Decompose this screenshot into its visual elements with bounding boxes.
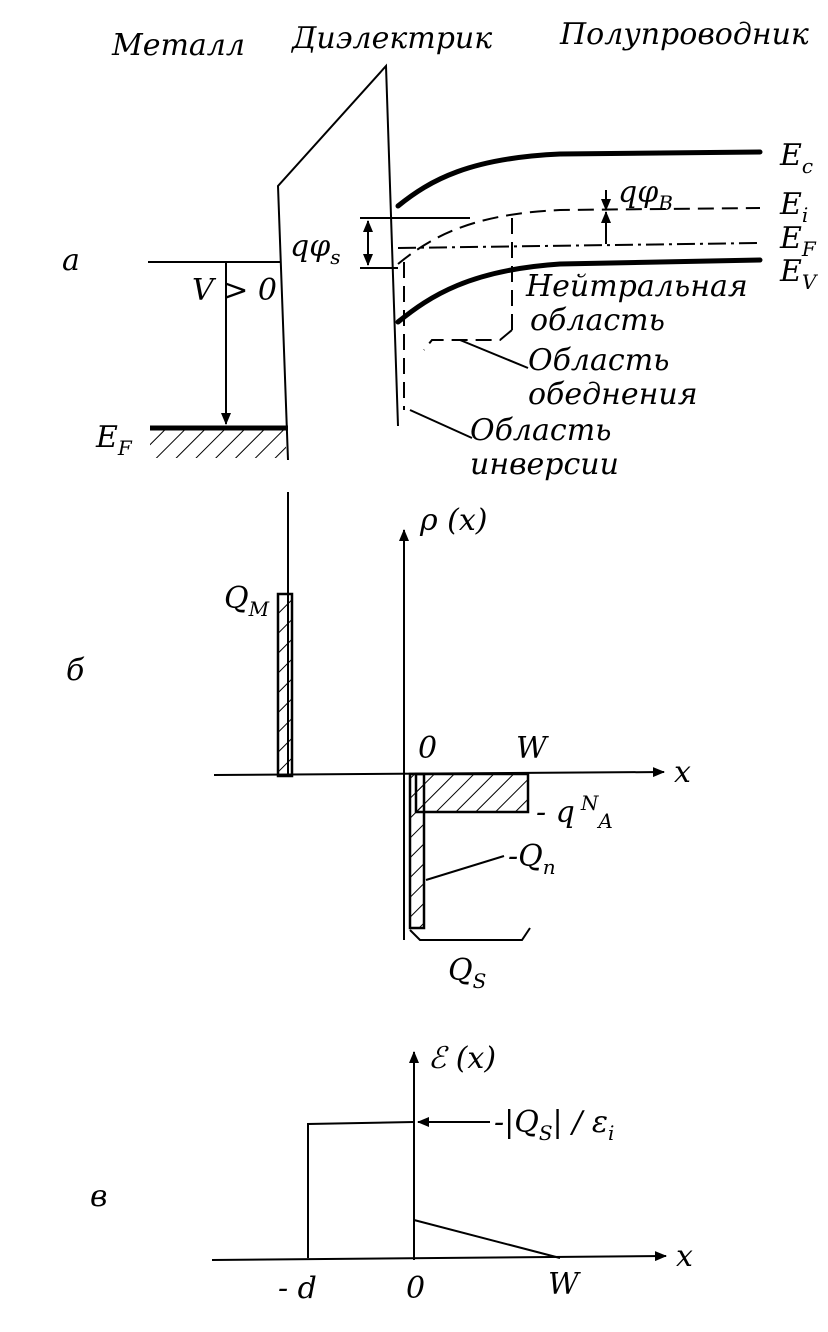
intrinsic-level <box>397 207 761 265</box>
qn-leader <box>425 855 505 881</box>
ei-label: Ei <box>779 187 808 227</box>
psi-b-label: qφB <box>618 175 673 215</box>
qn-label: -Qn <box>508 839 556 879</box>
field-w-label: W <box>548 1267 581 1302</box>
voltage-label: V > 0 <box>192 273 277 308</box>
field-y-axis-label: ℰ (x) <box>428 1041 496 1076</box>
field-zero-label: 0 <box>406 1271 425 1306</box>
ev-label: EV <box>779 254 819 294</box>
field-x-axis-label: x <box>676 1239 693 1274</box>
rho-w-label: W <box>516 731 549 766</box>
qs-bracket <box>409 927 531 941</box>
panel-label-a: а <box>62 243 80 278</box>
metal-hatch <box>150 430 286 458</box>
depletion-label-2: обеднения <box>528 377 698 412</box>
depletion-label-1: Область <box>528 343 669 378</box>
neutral-region-label-2: область <box>530 303 665 338</box>
metal-charge-block <box>276 592 294 778</box>
depletion-charge-block <box>414 772 530 814</box>
semiconductor-field-profile <box>413 1219 561 1259</box>
minus-d-label: - d <box>278 1271 317 1306</box>
semiconductor-fermi-level <box>397 242 761 249</box>
rho-zero-label: 0 <box>418 731 437 766</box>
dielectric-header: Диэлектрик <box>290 21 492 56</box>
rho-x-axis-label: x <box>674 755 691 790</box>
rho-y-axis-label: ρ (x) <box>419 503 488 538</box>
qm-label: QM <box>224 581 270 621</box>
oxide-barrier <box>276 63 399 461</box>
qs-label: QS <box>448 953 486 993</box>
inversion-charge-block <box>408 772 426 930</box>
neutral-region-label-1: Нейтральная <box>525 269 748 304</box>
oxide-field-profile <box>307 1121 415 1258</box>
psi-s-label: qφs <box>290 229 340 269</box>
semiconductor-header: Полупроводник <box>559 17 809 52</box>
valence-band <box>395 257 763 325</box>
field-x-axis <box>211 1251 667 1262</box>
field-label: -|QS| / εi <box>494 1105 614 1145</box>
conduction-band <box>395 149 763 209</box>
ef-label: EF <box>779 221 817 261</box>
inversion-leader <box>409 409 473 439</box>
depletion-bracket <box>423 329 513 351</box>
metal-ef-label: EF <box>95 420 133 460</box>
inversion-label-1: Область <box>470 413 611 448</box>
metal-header: Металл <box>111 28 245 63</box>
panel-label-c: в <box>90 1179 107 1214</box>
ec-label: Ec <box>779 138 813 178</box>
depletion-leader <box>459 339 529 369</box>
inversion-label-2: инверсии <box>470 447 619 482</box>
panel-label-b: б <box>66 653 85 688</box>
